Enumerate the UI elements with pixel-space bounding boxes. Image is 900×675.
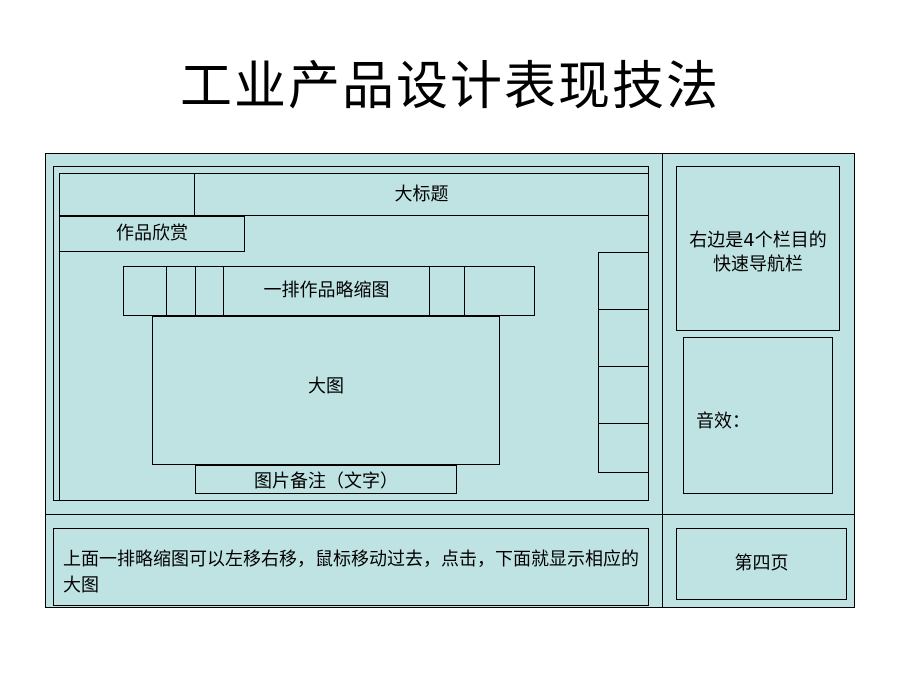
page-label: 第四页 bbox=[734, 553, 789, 574]
side-nav-box[interactable] bbox=[598, 423, 649, 473]
big-title-label: 大标题 bbox=[394, 183, 449, 205]
side-nav-box[interactable] bbox=[598, 366, 649, 424]
big-title-box: 大标题 bbox=[194, 173, 649, 216]
big-image-box: 大图 bbox=[152, 316, 500, 465]
quick-nav-box: 右边是4个栏目的快速导航栏 bbox=[676, 166, 840, 331]
works-label: 作品欣赏 bbox=[116, 223, 188, 244]
quick-nav-label: 右边是4个栏目的快速导航栏 bbox=[689, 230, 827, 275]
big-image-label: 大图 bbox=[308, 375, 344, 397]
thumbnail-divider bbox=[429, 266, 430, 316]
thumbnail-row-label-box: 一排作品略缩图 bbox=[224, 266, 429, 316]
thumbnail-divider bbox=[166, 266, 167, 316]
page-label-box: 第四页 bbox=[676, 528, 847, 600]
side-nav-box[interactable] bbox=[598, 252, 649, 310]
caption-box: 图片备注（文字） bbox=[195, 465, 457, 494]
description-box: 上面一排略缩图可以左移右移，鼠标移动过去，点击，下面就显示相应的大图 bbox=[53, 528, 649, 606]
thumbnail-divider bbox=[223, 266, 224, 316]
logo-box bbox=[59, 173, 195, 216]
works-label-box: 作品欣赏 bbox=[59, 216, 245, 252]
thumbnail-strip[interactable] bbox=[123, 266, 535, 316]
horizontal-divider bbox=[45, 514, 855, 515]
description-text: 上面一排略缩图可以左移右移，鼠标移动过去，点击，下面就显示相应的大图 bbox=[63, 549, 639, 596]
thumbnail-divider bbox=[195, 266, 196, 316]
outer-frame bbox=[45, 153, 855, 608]
thumbnail-row-label: 一排作品略缩图 bbox=[263, 280, 390, 301]
vertical-divider bbox=[662, 153, 663, 608]
sound-effect-box[interactable]: 音效： bbox=[683, 337, 833, 494]
thumbnail-divider bbox=[464, 266, 465, 316]
side-nav-box[interactable] bbox=[598, 309, 649, 367]
caption-label: 图片备注（文字） bbox=[254, 470, 398, 492]
sound-effect-label: 音效： bbox=[696, 411, 750, 432]
page-title: 工业产品设计表现技法 bbox=[179, 57, 720, 117]
